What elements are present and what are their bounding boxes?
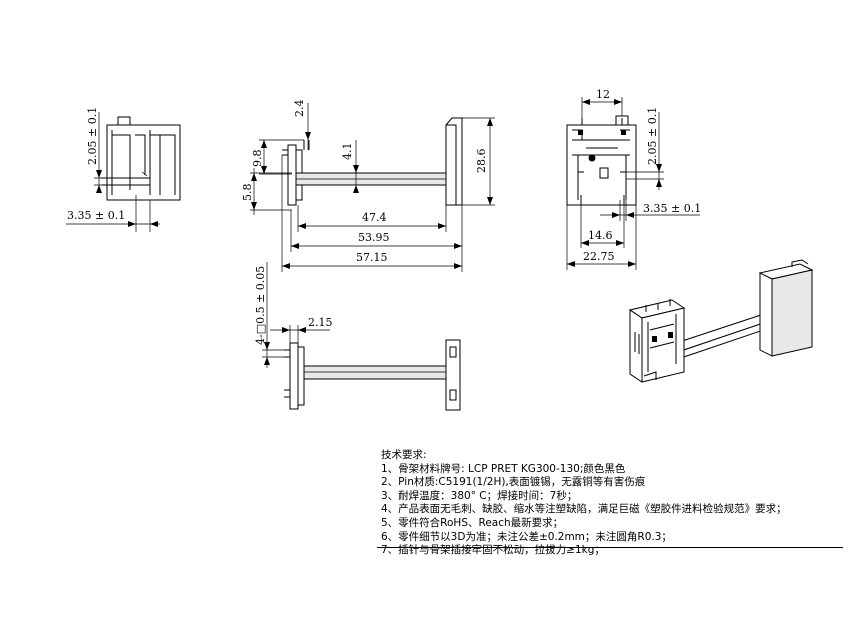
side-view: 2.4 9.8 4.1 5.8 28.6 47.4 53.95 [241, 100, 495, 272]
end-width-bottom-dimension: 22.75 [583, 250, 615, 263]
end-width-top-dimension: 12 [596, 88, 610, 101]
note-item: 2、Pin材质:C5191(1/2H),表面镀锡，无露铜等有害伤痕 [381, 476, 646, 489]
technical-requirements: 技术要求: 1、骨架材料牌号: LCP PRET KG300-130;颜色黑色 … [381, 449, 846, 558]
end-horizontal-dimension: 3.35 ± 0.1 [643, 202, 701, 215]
notes-title: 技术要求: [381, 449, 427, 461]
note-item: 3、耐焊温度：380° C；焊接时间：7秒； [381, 489, 578, 502]
front-horizontal-dimension: 3.35 ± 0.1 [67, 209, 125, 222]
side-length-2-dimension: 53.95 [358, 231, 390, 244]
side-length-1-dimension: 47.4 [362, 211, 387, 224]
isometric-view [628, 259, 814, 383]
side-offset-dimension: 9.8 [251, 150, 264, 168]
note-item: 1、骨架材料牌号: LCP PRET KG300-130;颜色黑色 [381, 462, 626, 475]
note-item: 4、产品表面无毛刺、缺胶、缩水等注塑缺陷，满足巨磁《塑胶件进料检验规范》要求； [381, 503, 787, 516]
end-vertical-dimension: 2.05 ± 0.1 [646, 107, 659, 165]
bottom-horizontal-dimension: 2.15 [308, 316, 333, 329]
side-height-dimension: 28.6 [475, 149, 488, 174]
notes-divider [377, 547, 843, 548]
bottom-view: 2.15 4-□0.5 ± 0.05 [254, 262, 461, 411]
front-view: 2.05 ± 0.1 3.35 ± 0.1 [66, 107, 181, 232]
front-vertical-dimension: 2.05 ± 0.1 [86, 107, 99, 165]
side-lower-dimension: 5.8 [241, 184, 254, 202]
side-mid-dimension: 4.1 [341, 143, 354, 161]
end-view: 12 2.05 ± 0.1 3.35 ± 0.1 14.6 22.75 [566, 88, 701, 270]
bottom-vertical-dimension: 4-□0.5 ± 0.05 [254, 266, 267, 345]
end-width-mid-dimension: 14.6 [588, 229, 613, 242]
note-item: 6、零件细节以3D为准；未注公差±0.2mm；未注圆角R0.3； [381, 530, 672, 543]
note-item: 5、零件符合RoHS、Reach最新要求； [381, 516, 564, 529]
side-top-dimension: 2.4 [293, 100, 306, 118]
side-length-3-dimension: 57.15 [356, 251, 388, 264]
